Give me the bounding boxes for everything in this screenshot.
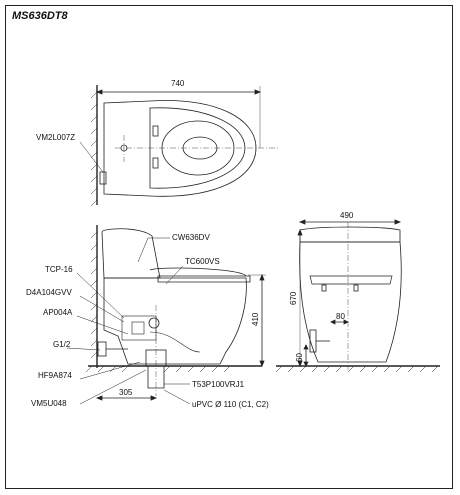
leader-hf9a874	[79, 361, 141, 380]
tank-front	[299, 226, 401, 243]
label-g12: G1/2	[53, 340, 71, 349]
floor-hatch-front	[275, 365, 439, 373]
leader-vm5u048	[79, 369, 147, 405]
leader-upvc	[163, 389, 191, 405]
leader-cw636dv-b	[137, 237, 149, 263]
stop-valve-side	[97, 341, 107, 357]
label-vm5u048: VM5U048	[31, 399, 67, 408]
label-vm2l007z: VM2L007Z	[36, 133, 75, 142]
tank-outline	[101, 228, 161, 279]
body-front	[299, 241, 402, 363]
floor-hatch-side	[85, 365, 231, 373]
top-view	[79, 85, 280, 207]
dim-60-label: 60	[295, 353, 304, 362]
flange-mark	[120, 144, 128, 152]
wall-hatch-top	[90, 91, 98, 207]
lid-side	[149, 267, 247, 277]
front-view	[275, 219, 440, 373]
label-t53p100vrj1: T53P100VRJ1	[192, 380, 245, 389]
valve-top	[99, 171, 107, 185]
model-title: MS636DT8	[12, 10, 68, 22]
dim-670-arrows	[297, 228, 303, 368]
hinge-top	[152, 125, 159, 137]
label-ap004a: AP004A	[43, 308, 73, 317]
hinge-front-left	[321, 284, 327, 292]
dim-740-label: 740	[171, 79, 185, 88]
seat-front	[309, 275, 393, 285]
dim-305-arrows	[95, 395, 158, 401]
label-tcp16: TCP-16	[45, 265, 73, 274]
label-cw636dv: CW636DV	[172, 233, 210, 242]
side-view	[66, 225, 266, 405]
dim-490-arrows	[298, 219, 402, 225]
hinge-bottom	[152, 157, 159, 169]
dim-80-label: 80	[336, 312, 345, 321]
bowl-outline	[103, 277, 247, 365]
connector-circle	[148, 317, 160, 329]
hinge-front-right	[353, 284, 359, 292]
label-upvc: uPVC Ø 110 (C1, C2)	[192, 400, 269, 409]
leader-tc600vs	[165, 265, 184, 285]
wall-hatch-side	[90, 231, 98, 359]
leader-ap004a	[76, 315, 129, 335]
leader-g12	[66, 347, 101, 351]
dim-60-arrows	[303, 344, 309, 367]
dim-80-arrows	[330, 319, 349, 325]
seat-side	[157, 275, 251, 283]
leader-d4a104gvv	[79, 295, 125, 323]
label-tc600vs: TC600VS	[185, 257, 220, 266]
dim-490-label: 490	[340, 211, 354, 220]
dim-670-label: 670	[289, 291, 298, 305]
dim-410-arrows	[259, 273, 265, 368]
label-hf9a874: HF9A874	[38, 371, 72, 380]
dim-410-label: 410	[251, 312, 260, 326]
label-d4a104gvv: D4A104GVV	[26, 288, 72, 297]
leader-tcp16	[76, 272, 125, 319]
hose-side	[149, 331, 201, 353]
drawing-frame	[5, 5, 453, 489]
valve-box	[131, 321, 145, 335]
dim-740-arrows	[95, 89, 262, 95]
dim-305-label: 305	[119, 388, 133, 397]
leader-vm2l007z	[79, 141, 104, 173]
